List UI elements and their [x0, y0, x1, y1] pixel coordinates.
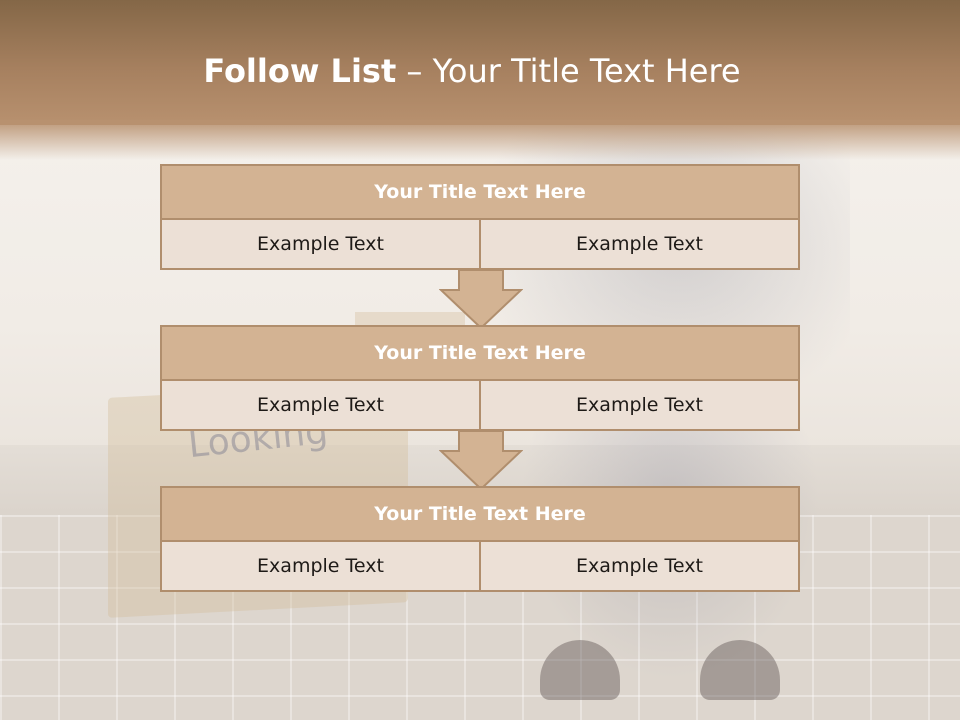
- slide-title-rest: – Your Title Text Here: [396, 52, 741, 90]
- down-arrow-icon: [439, 270, 523, 330]
- right-shoe: [700, 640, 780, 700]
- header-fade: [0, 120, 960, 160]
- block-cell-left: Example Text: [160, 542, 481, 592]
- header-band: [0, 0, 960, 125]
- left-shoe: [540, 640, 620, 700]
- block-cell-right: Example Text: [481, 381, 800, 431]
- block-cell-left: Example Text: [160, 220, 481, 270]
- block-row: Example Text Example Text: [160, 220, 800, 270]
- block-title: Your Title Text Here: [160, 325, 800, 381]
- block-cell-right: Example Text: [481, 542, 800, 592]
- slide-title: Follow List – Your Title Text Here: [0, 52, 944, 90]
- block-cell-right: Example Text: [481, 220, 800, 270]
- slide-title-bold: Follow List: [203, 52, 397, 90]
- block-title: Your Title Text Here: [160, 486, 800, 542]
- follow-block-2: Your Title Text Here Example Text Exampl…: [160, 325, 800, 431]
- block-title: Your Title Text Here: [160, 164, 800, 220]
- block-cell-left: Example Text: [160, 381, 481, 431]
- down-arrow-icon: [439, 431, 523, 491]
- block-row: Example Text Example Text: [160, 542, 800, 592]
- follow-block-1: Your Title Text Here Example Text Exampl…: [160, 164, 800, 270]
- block-row: Example Text Example Text: [160, 381, 800, 431]
- follow-block-3: Your Title Text Here Example Text Exampl…: [160, 486, 800, 592]
